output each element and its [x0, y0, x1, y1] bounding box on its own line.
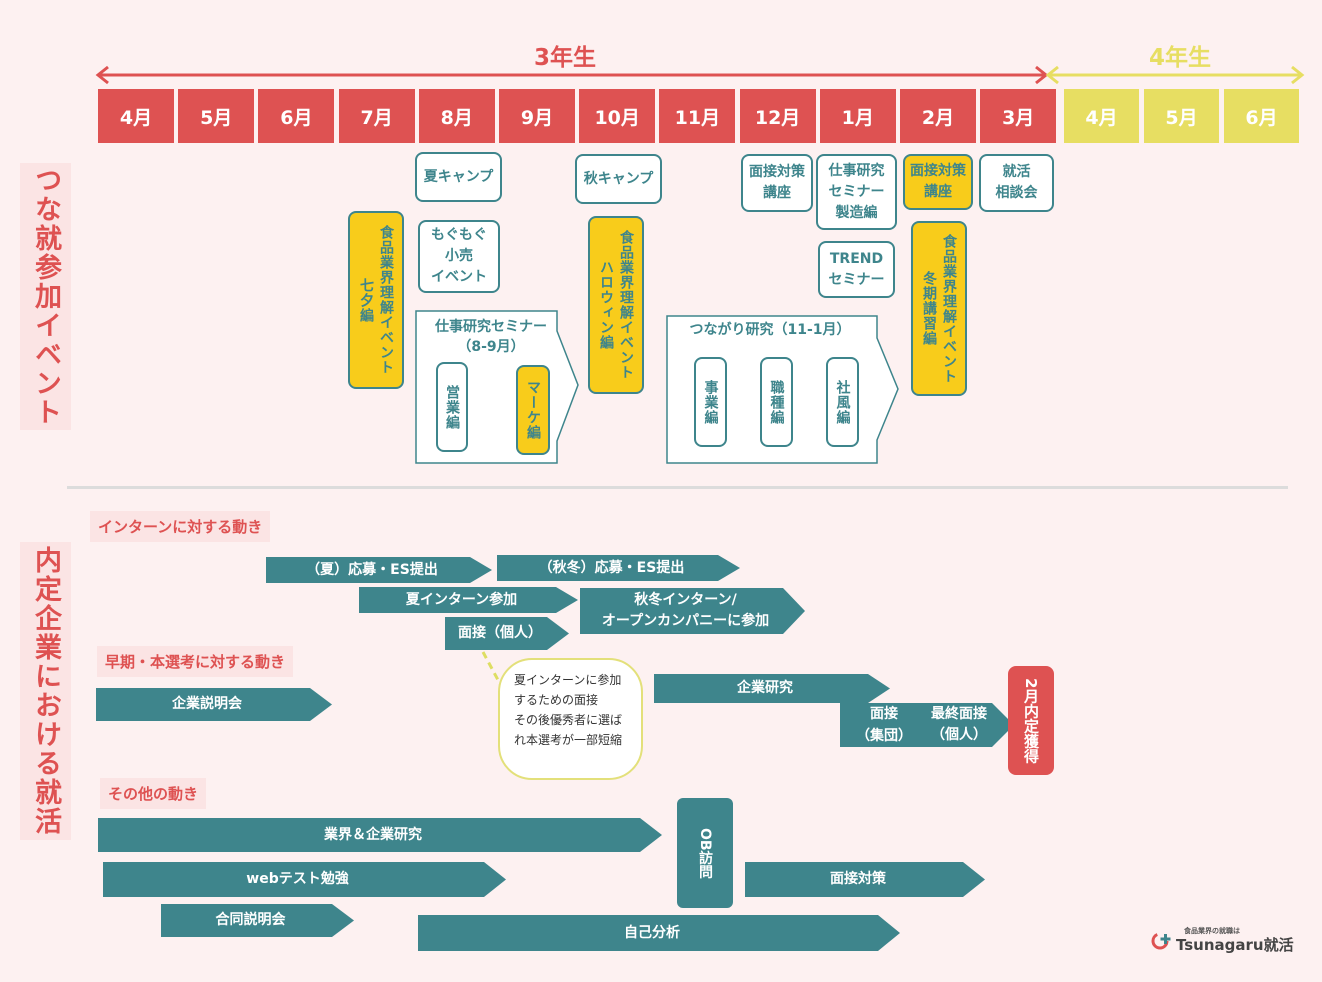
month-3rd-7: 10月 — [579, 89, 656, 143]
logo-brand: Tsunagaru就活 — [1176, 936, 1294, 954]
tsunagari-business: 事業編 — [694, 357, 727, 447]
event-interview-dec: 面接対策 講座 — [741, 154, 813, 212]
event-mogumogu: もぐもぐ 小売 イベント — [418, 220, 500, 293]
arrow-self-analysis: 自己分析 — [418, 915, 900, 951]
event-food-halloween: 食品業界理解イベント ハロウィン編 — [588, 216, 644, 394]
event-food-winter: 食品業界理解イベント 冬期講習編 — [911, 221, 967, 396]
month-3rd-3: 6月 — [258, 89, 335, 143]
event-job-seminar-mfg: 仕事研究 セミナー 製造編 — [816, 154, 897, 230]
month-4th-3: 6月 — [1224, 89, 1299, 143]
month-4th-1: 4月 — [1064, 89, 1139, 143]
year-3-label: 3年生 — [533, 45, 596, 71]
month-3rd-11: 2月 — [900, 89, 976, 143]
box-group-interview: 面接 （集団） — [840, 703, 928, 747]
tsunagari-title: つながり研究（11-1月） — [689, 322, 851, 338]
tsunagari-culture: 社風編 — [826, 357, 859, 447]
label-other: その他の動き — [100, 778, 207, 809]
month-3rd-9: 12月 — [739, 89, 816, 143]
label-intern: インターンに対する動き — [90, 511, 271, 542]
interview-note: 夏インターンに参加 するための面接 その後優秀者に選ば れ本選考が一部短縮 — [498, 658, 643, 780]
month-3rd-5: 8月 — [418, 89, 495, 143]
section-naitei-label: 内定企業における就活 — [20, 542, 71, 840]
arrow-summer-intern: 夏インターン参加 — [359, 587, 578, 613]
job-seminar-title: 仕事研究セミナー （8-9月） — [435, 319, 547, 355]
box-offer: 2月内定獲得 — [1008, 666, 1054, 775]
year-span-arrows — [95, 65, 1305, 85]
month-3rd-2: 5月 — [178, 89, 255, 143]
event-autumn-camp: 秋キャンプ — [575, 154, 662, 204]
event-summer-camp: 夏キャンプ — [415, 152, 502, 202]
event-food-tanabata: 食品業界理解イベント 七夕編 — [348, 211, 404, 389]
tsunagari-occupation: 職種編 — [760, 357, 793, 447]
arrow-industry-research: 業界＆企業研究 — [98, 818, 662, 852]
month-3rd-8: 11月 — [659, 89, 736, 143]
arrow-autumn-intern: 秋冬インターン/ オープンカンパニーに参加 — [580, 588, 805, 634]
event-interview-feb: 面接対策 講座 — [903, 154, 973, 210]
arrow-company-info: 企業説明会 — [96, 688, 332, 721]
arrow-interview-prep: 面接対策 — [745, 862, 985, 897]
month-3rd-1: 4月 — [98, 89, 174, 143]
label-early: 早期・本選考に対する動き — [97, 646, 294, 677]
month-3rd-6: 9月 — [499, 89, 575, 143]
arrow-interview-individual: 面接（個人） — [445, 617, 569, 650]
box-ob-visit: OB訪問 — [677, 798, 733, 908]
job-seminar-marketing: マーケ編 — [516, 365, 550, 455]
event-trend-seminar: TREND セミナー — [818, 241, 895, 298]
section-events-label: つな就参加イベント — [20, 163, 71, 430]
arrow-company-research: 企業研究 — [654, 674, 890, 703]
arrow-summer-apply: （夏）応募・ES提出 — [266, 557, 492, 583]
month-3rd-12: 3月 — [980, 89, 1057, 143]
logo-mark-icon — [1151, 932, 1171, 950]
brand-logo: 食品業界の就職は Tsunagaru就活 — [1150, 926, 1310, 956]
section-divider — [67, 486, 1288, 489]
month-3rd-4: 7月 — [338, 89, 415, 143]
year-4-label: 4年生 — [1148, 45, 1211, 71]
box-final-interview: 最終面接 （個人） — [918, 703, 1014, 747]
job-seminar-sales: 営業編 — [436, 362, 468, 452]
logo-tagline: 食品業界の就職は — [1184, 927, 1240, 935]
arrow-web-test: webテスト勉強 — [103, 862, 506, 897]
month-3rd-10: 1月 — [819, 89, 896, 143]
arrow-autumn-apply: （秋冬）応募・ES提出 — [497, 555, 740, 581]
arrow-joint-info: 合同説明会 — [161, 904, 354, 937]
month-4th-2: 5月 — [1144, 89, 1219, 143]
event-consult: 就活 相談会 — [979, 154, 1054, 212]
